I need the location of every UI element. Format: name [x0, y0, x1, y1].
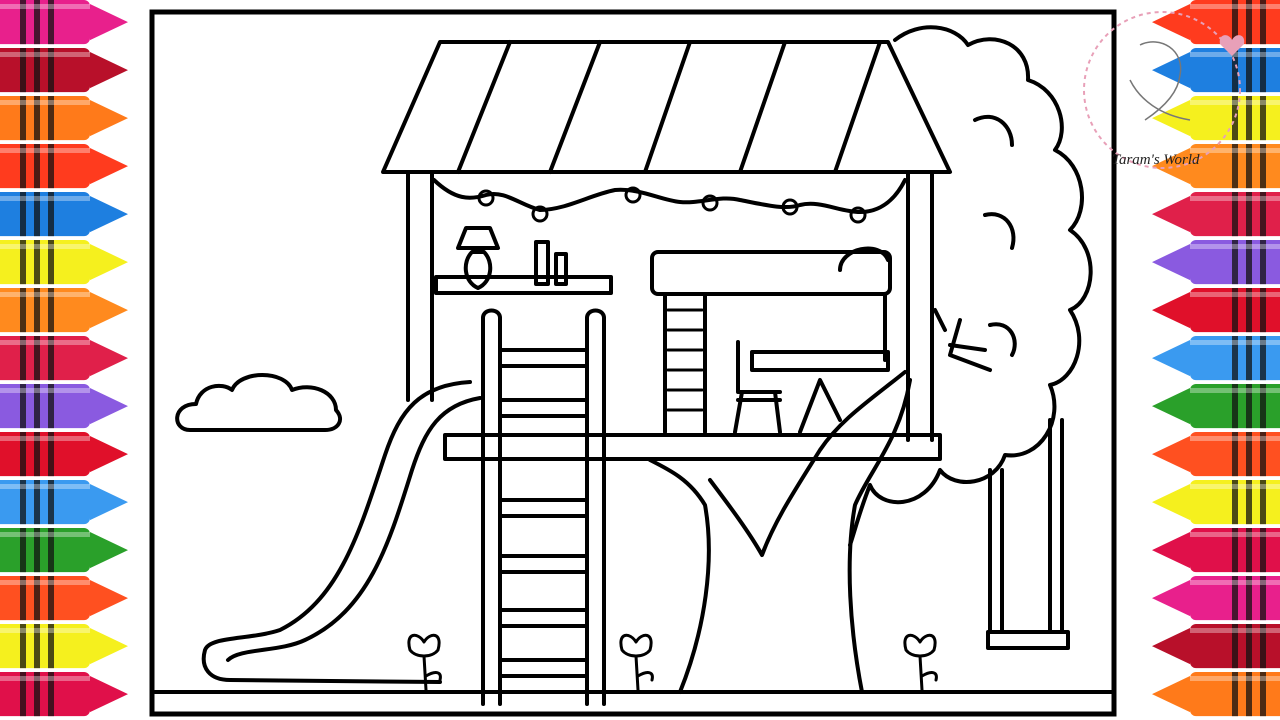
desk-legs [798, 378, 842, 434]
flower [407, 633, 442, 692]
tree-branch [948, 343, 987, 352]
roof-stripe [548, 40, 602, 174]
crayon [1152, 432, 1280, 477]
crayon [0, 144, 128, 189]
desk-top [750, 350, 890, 372]
crayon [1152, 624, 1280, 669]
taram-world-logo: Taram's World [1083, 11, 1245, 169]
crayon [0, 624, 128, 669]
crayon [0, 672, 128, 717]
crayon [0, 528, 128, 573]
crayon [0, 384, 128, 429]
cloud [175, 373, 342, 432]
crayon [1152, 144, 1280, 189]
house-floor [443, 433, 942, 461]
shelf [434, 275, 613, 295]
tree-trunk [847, 378, 912, 694]
book [534, 240, 550, 286]
crayon [0, 192, 128, 237]
roof-stripe [833, 40, 882, 174]
logo-text: Taram's World [1112, 152, 1200, 168]
tree-trunk [708, 370, 907, 557]
crayon [0, 240, 128, 285]
tree-trunk [648, 458, 711, 694]
crayon [1152, 672, 1280, 717]
crayon [0, 48, 128, 93]
crayon [0, 288, 128, 333]
crayon [1152, 96, 1280, 141]
crayon [1152, 288, 1280, 333]
tree-branch [948, 318, 992, 372]
roof-stripe [643, 40, 692, 174]
chair [733, 340, 782, 434]
crayon [0, 480, 128, 525]
crayon [0, 576, 128, 621]
tree-branch [933, 308, 947, 332]
tree-canopy [848, 25, 1093, 547]
bed-frame [650, 250, 892, 296]
crayon [0, 336, 128, 381]
roof-stripe [738, 40, 787, 174]
crayon [0, 432, 128, 477]
canopy-detail [973, 114, 1014, 147]
crayon [1152, 528, 1280, 573]
bed-pillow [838, 246, 890, 272]
logo-figure-sketch [1129, 41, 1191, 121]
crayon [1152, 0, 1280, 45]
crayon [1152, 336, 1280, 381]
crayon-border-left [0, 0, 128, 717]
flower [619, 633, 654, 692]
bed-ladder-rungs [666, 308, 704, 412]
light-bulbs [477, 186, 867, 224]
swing-seat [986, 630, 1070, 650]
lamp-base [463, 250, 493, 290]
crayon [1152, 48, 1280, 93]
crayon [0, 0, 128, 45]
drawing [153, 25, 1114, 706]
ladder-top-right [585, 308, 606, 320]
flower [903, 633, 938, 692]
crayon [0, 96, 128, 141]
slide-outer [201, 380, 472, 684]
ladder-rungs [498, 348, 589, 678]
slide-inner [226, 396, 482, 662]
canopy-detail [983, 212, 1016, 250]
crayon [1152, 192, 1280, 237]
page-frame [149, 9, 1117, 717]
roof [381, 40, 952, 174]
roof-stripe [456, 40, 512, 174]
crayon [1152, 576, 1280, 621]
crayon-border-right [1152, 0, 1280, 717]
ladder-top-left [481, 308, 502, 320]
crayon [1152, 384, 1280, 429]
heart-icon [1219, 35, 1245, 56]
lamp-shade [456, 226, 500, 250]
string-lights [432, 178, 907, 214]
crayon [1152, 240, 1280, 285]
book [554, 252, 568, 286]
canopy-detail [988, 322, 1017, 357]
crayon [1152, 480, 1280, 525]
